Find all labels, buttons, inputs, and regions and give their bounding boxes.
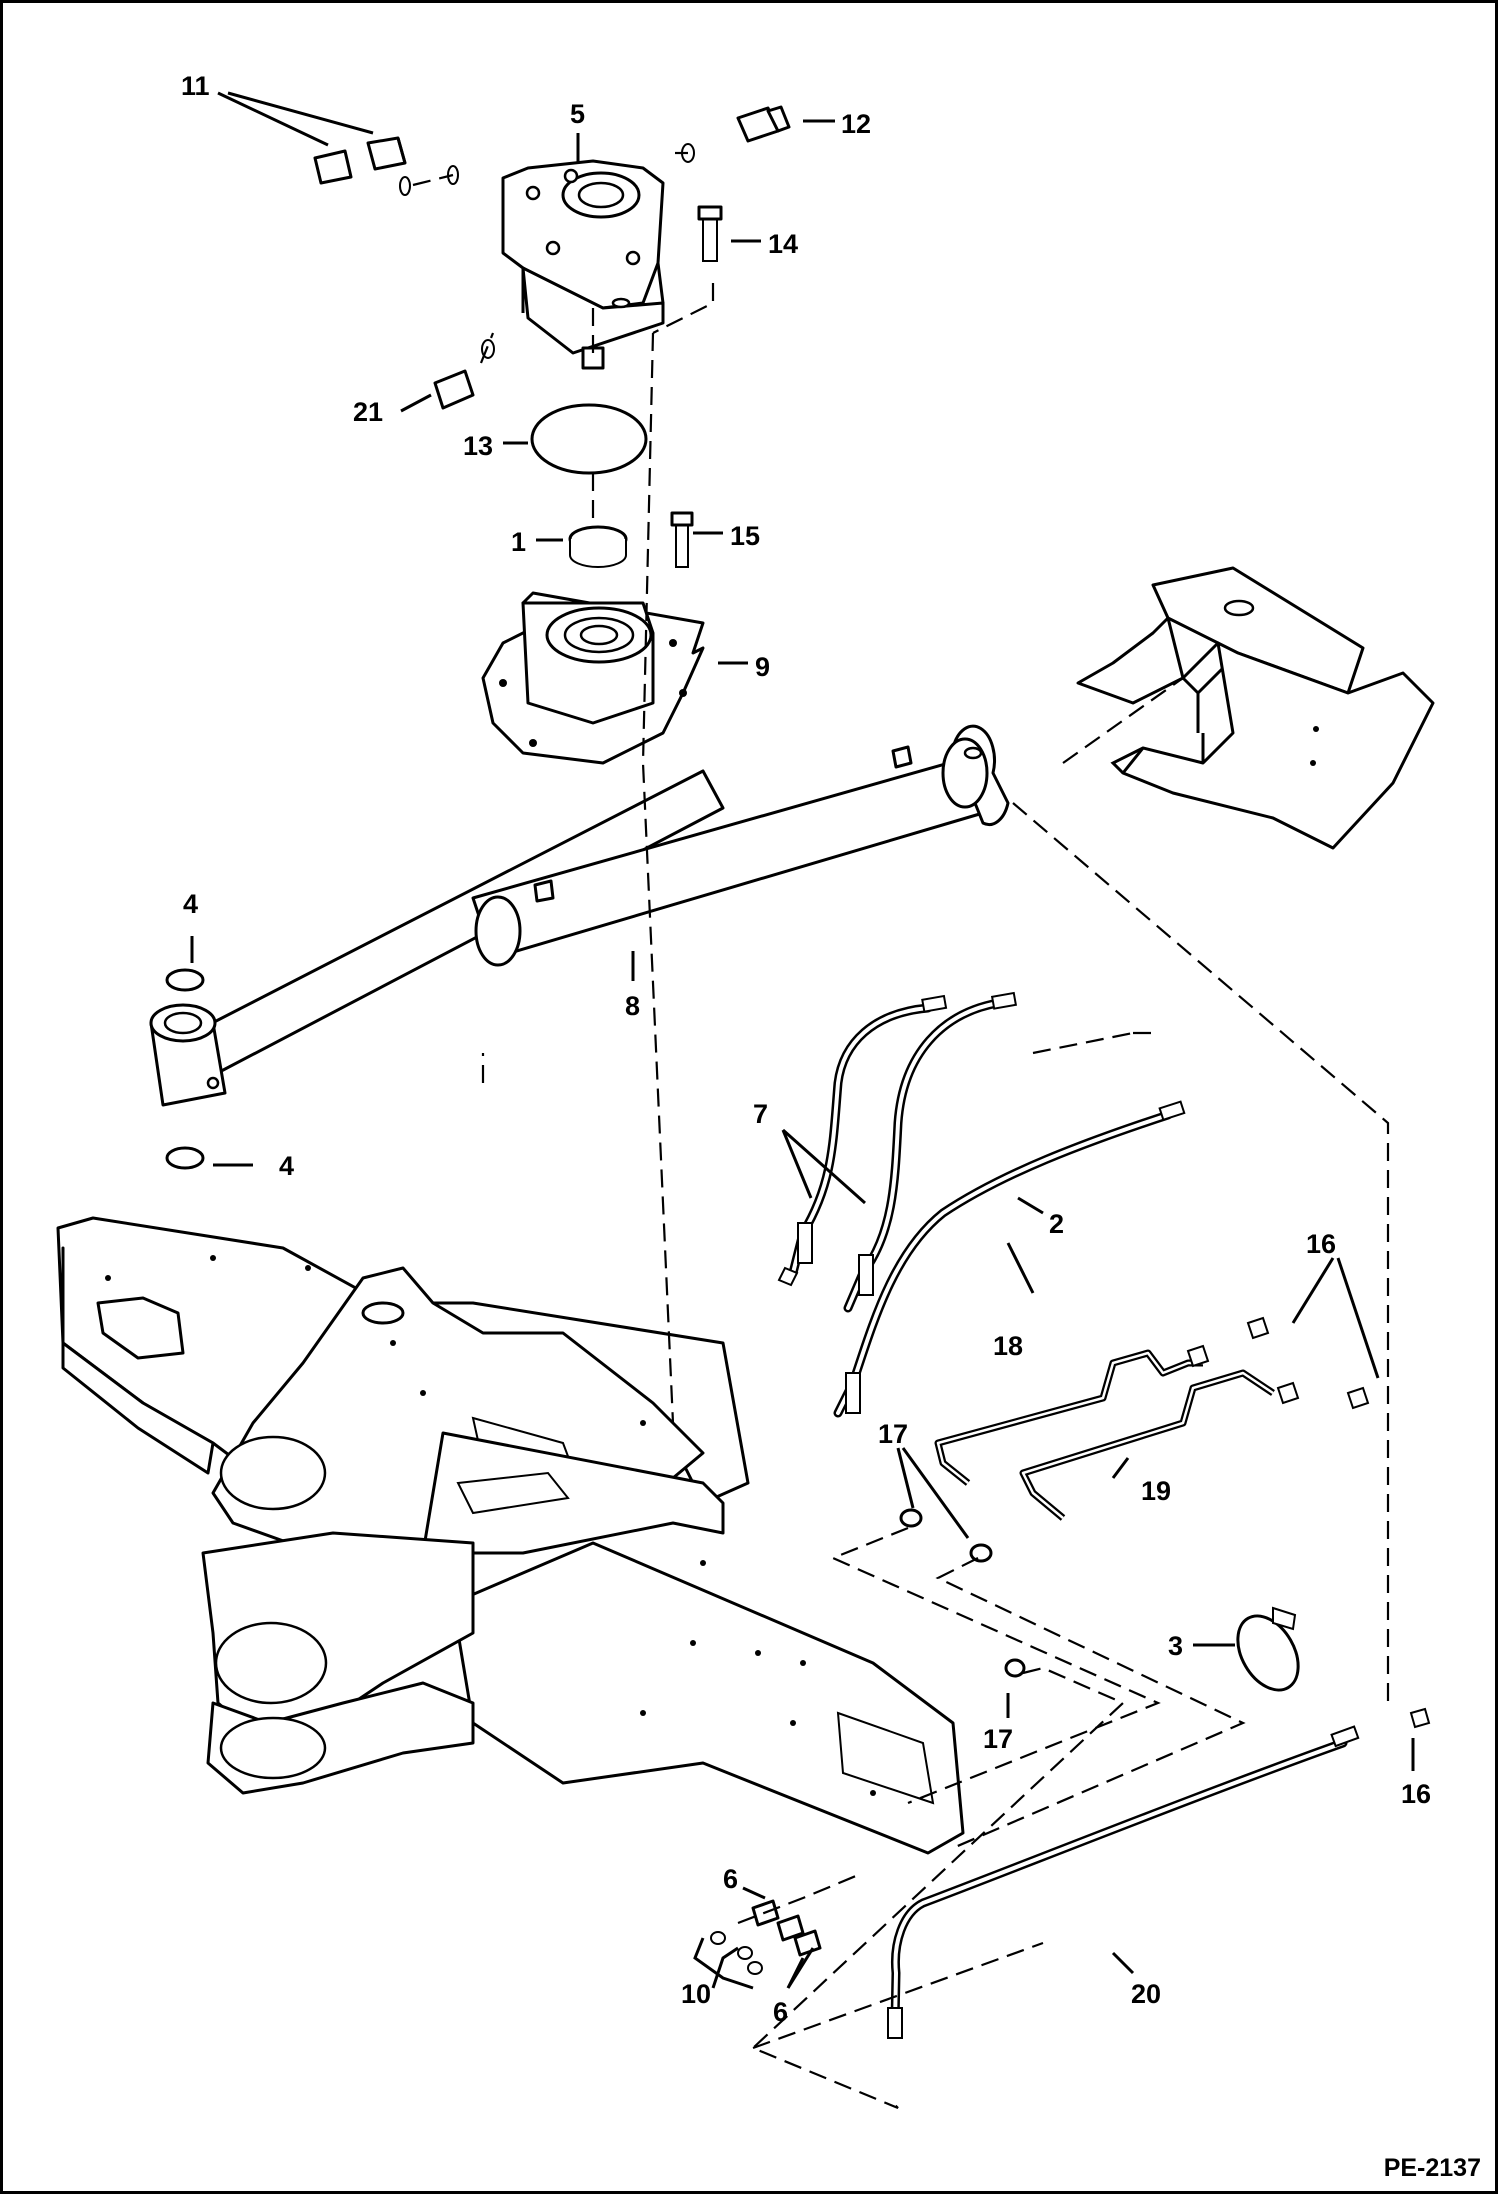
seals-10 [693, 1931, 763, 1990]
hose-2 [833, 1100, 1186, 1418]
callout-1: 1 [511, 527, 526, 557]
fitting-21 [433, 369, 475, 410]
callout-19: 19 [1141, 1476, 1171, 1506]
callout-4-lower: 4 [279, 1151, 294, 1181]
callout-5: 5 [570, 99, 585, 129]
callout-10: 10 [681, 1979, 711, 2009]
callout-7: 7 [753, 1099, 768, 1129]
frame-bolt-holes [105, 1255, 876, 1796]
fitting-12 [736, 105, 791, 143]
washer-4-upper [165, 968, 205, 992]
callout-20: 20 [1131, 1979, 1161, 2009]
tube-18 [934, 1349, 1203, 1486]
nuts-17 [899, 1508, 1026, 1678]
callout-9: 9 [755, 652, 770, 682]
leader-lines [190, 91, 1415, 1989]
callout-4-upper: 4 [183, 889, 198, 919]
clamp-3 [1236, 1606, 1300, 1692]
callout-3: 3 [1168, 1631, 1183, 1661]
o-rings [399, 143, 695, 359]
callout-18: 18 [993, 1331, 1023, 1361]
fittings-16-upper [1186, 1316, 1370, 1410]
callout-2: 2 [1049, 1209, 1064, 1239]
callout-15: 15 [730, 521, 760, 551]
swing-motor [501, 159, 665, 370]
diagram-canvas: 11 5 12 14 21 13 1 15 9 4 8 4 7 2 16 18 … [56, 71, 1435, 2110]
callout-13: 13 [463, 431, 493, 461]
washer-4-lower [165, 1146, 205, 1170]
hose-20 [887, 1707, 1431, 2039]
bolt-14 [697, 205, 723, 262]
bolt-15 [670, 511, 694, 568]
callout-11: 11 [181, 71, 210, 101]
fitting-11-upper [366, 136, 407, 171]
swing-housing [481, 591, 705, 765]
callout-8: 8 [625, 991, 640, 1021]
callout-17-lower: 17 [983, 1724, 1013, 1754]
drawing-reference-number: PE-2137 [1383, 2154, 1481, 2182]
callout-6-upper: 6 [723, 1864, 738, 1894]
callout-labels: 11 5 12 14 21 13 1 15 9 4 8 4 7 2 16 18 … [181, 71, 1431, 2027]
bushing-1 [568, 525, 628, 568]
fitting-11-lower [313, 149, 353, 185]
callout-6-lower: 6 [773, 1997, 788, 2027]
alignment-lines [412, 151, 1390, 2110]
hose-7-left [777, 994, 948, 1287]
tube-19 [1019, 1369, 1275, 1521]
callout-17-upper: 17 [878, 1419, 908, 1449]
fittings-6 [751, 1899, 822, 1957]
mounting-bracket [1076, 566, 1435, 850]
callout-14: 14 [768, 229, 798, 259]
swing-cylinder [149, 724, 1010, 1107]
callout-16-upper: 16 [1306, 1229, 1336, 1259]
callout-12: 12 [841, 109, 871, 139]
swing-frame [56, 1216, 965, 1855]
callout-21: 21 [353, 397, 383, 427]
seal-13 [530, 403, 648, 475]
callout-16-lower: 16 [1401, 1779, 1431, 1809]
hose-7-right [843, 991, 1018, 1313]
